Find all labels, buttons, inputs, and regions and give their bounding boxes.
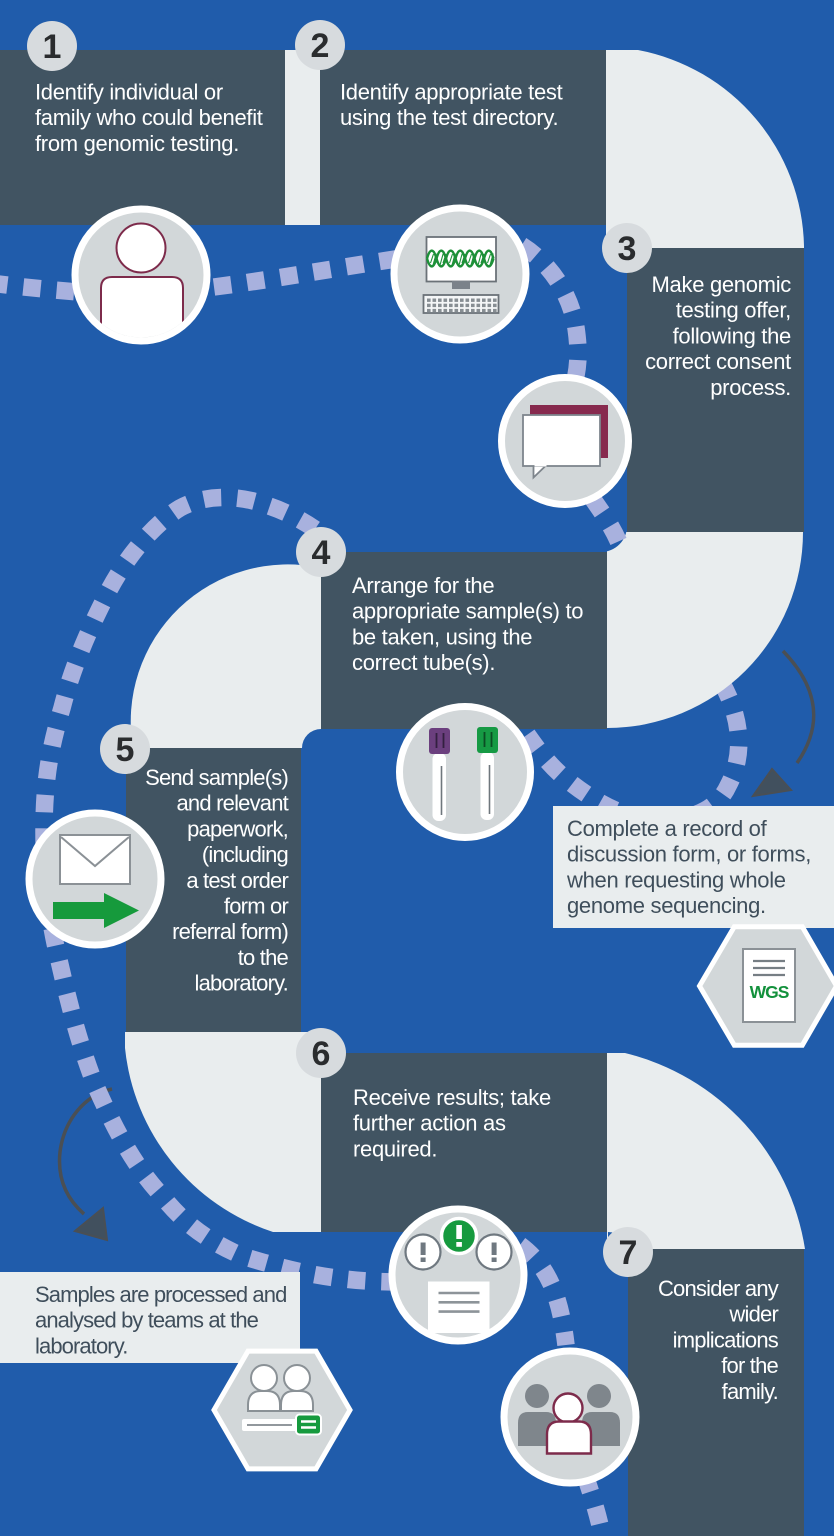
svg-text:following the: following the	[673, 323, 791, 348]
svg-text:2: 2	[311, 27, 330, 65]
svg-text:from genomic testing.: from genomic testing.	[35, 131, 239, 156]
svg-text:Consider any: Consider any	[658, 1276, 779, 1301]
svg-text:form or: form or	[224, 894, 289, 919]
svg-text:Complete a record of: Complete a record of	[567, 816, 768, 841]
svg-text:family.: family.	[722, 1379, 778, 1404]
svg-text:Samples are processed and: Samples are processed and	[35, 1282, 286, 1307]
svg-text:5: 5	[116, 731, 135, 769]
svg-text:3: 3	[618, 230, 637, 268]
svg-text:discussion form, or forms,: discussion form, or forms,	[567, 842, 811, 867]
svg-text:required.: required.	[353, 1136, 437, 1161]
svg-text:referral form): referral form)	[172, 919, 288, 944]
svg-text:correct tube(s).: correct tube(s).	[352, 650, 495, 675]
svg-text:paperwork,: paperwork,	[187, 816, 288, 841]
svg-text:further action as: further action as	[353, 1111, 506, 1136]
svg-text:genome sequencing.: genome sequencing.	[567, 893, 766, 918]
svg-text:(including: (including	[202, 842, 288, 867]
svg-text:wider: wider	[728, 1302, 778, 1327]
svg-text:Receive results; take: Receive results; take	[353, 1085, 551, 1110]
svg-text:when requesting whole: when requesting whole	[566, 867, 786, 892]
svg-text:a test order: a test order	[186, 868, 288, 893]
svg-text:Identify appropriate test: Identify appropriate test	[340, 80, 563, 105]
svg-text:Identify individual or: Identify individual or	[35, 80, 223, 105]
svg-text:family who could benefit: family who could benefit	[35, 105, 263, 130]
svg-text:be taken, using the: be taken, using the	[352, 624, 532, 649]
svg-text:and relevant: and relevant	[177, 791, 289, 816]
svg-text:WGS: WGS	[750, 982, 789, 1002]
svg-text:7: 7	[619, 1234, 638, 1272]
svg-text:analysed by teams at the: analysed by teams at the	[35, 1308, 259, 1333]
svg-text:laboratory.: laboratory.	[35, 1333, 127, 1358]
svg-text:1: 1	[43, 28, 62, 66]
svg-text:Make genomic: Make genomic	[652, 272, 792, 297]
svg-text:laboratory.: laboratory.	[194, 971, 288, 996]
svg-text:Send sample(s): Send sample(s)	[145, 765, 288, 790]
svg-text:correct consent: correct consent	[645, 349, 791, 374]
svg-text:to the: to the	[238, 945, 289, 970]
svg-text:implications: implications	[673, 1327, 779, 1352]
svg-text:process.: process.	[710, 375, 791, 400]
svg-text:testing offer,: testing offer,	[676, 298, 791, 323]
svg-text:using the test directory.: using the test directory.	[340, 105, 558, 130]
svg-text:for the: for the	[721, 1353, 778, 1378]
svg-text:4: 4	[312, 534, 331, 572]
svg-text:Arrange for the: Arrange for the	[352, 573, 494, 598]
svg-text:6: 6	[312, 1035, 331, 1073]
svg-text:appropriate sample(s) to: appropriate sample(s) to	[352, 599, 583, 624]
